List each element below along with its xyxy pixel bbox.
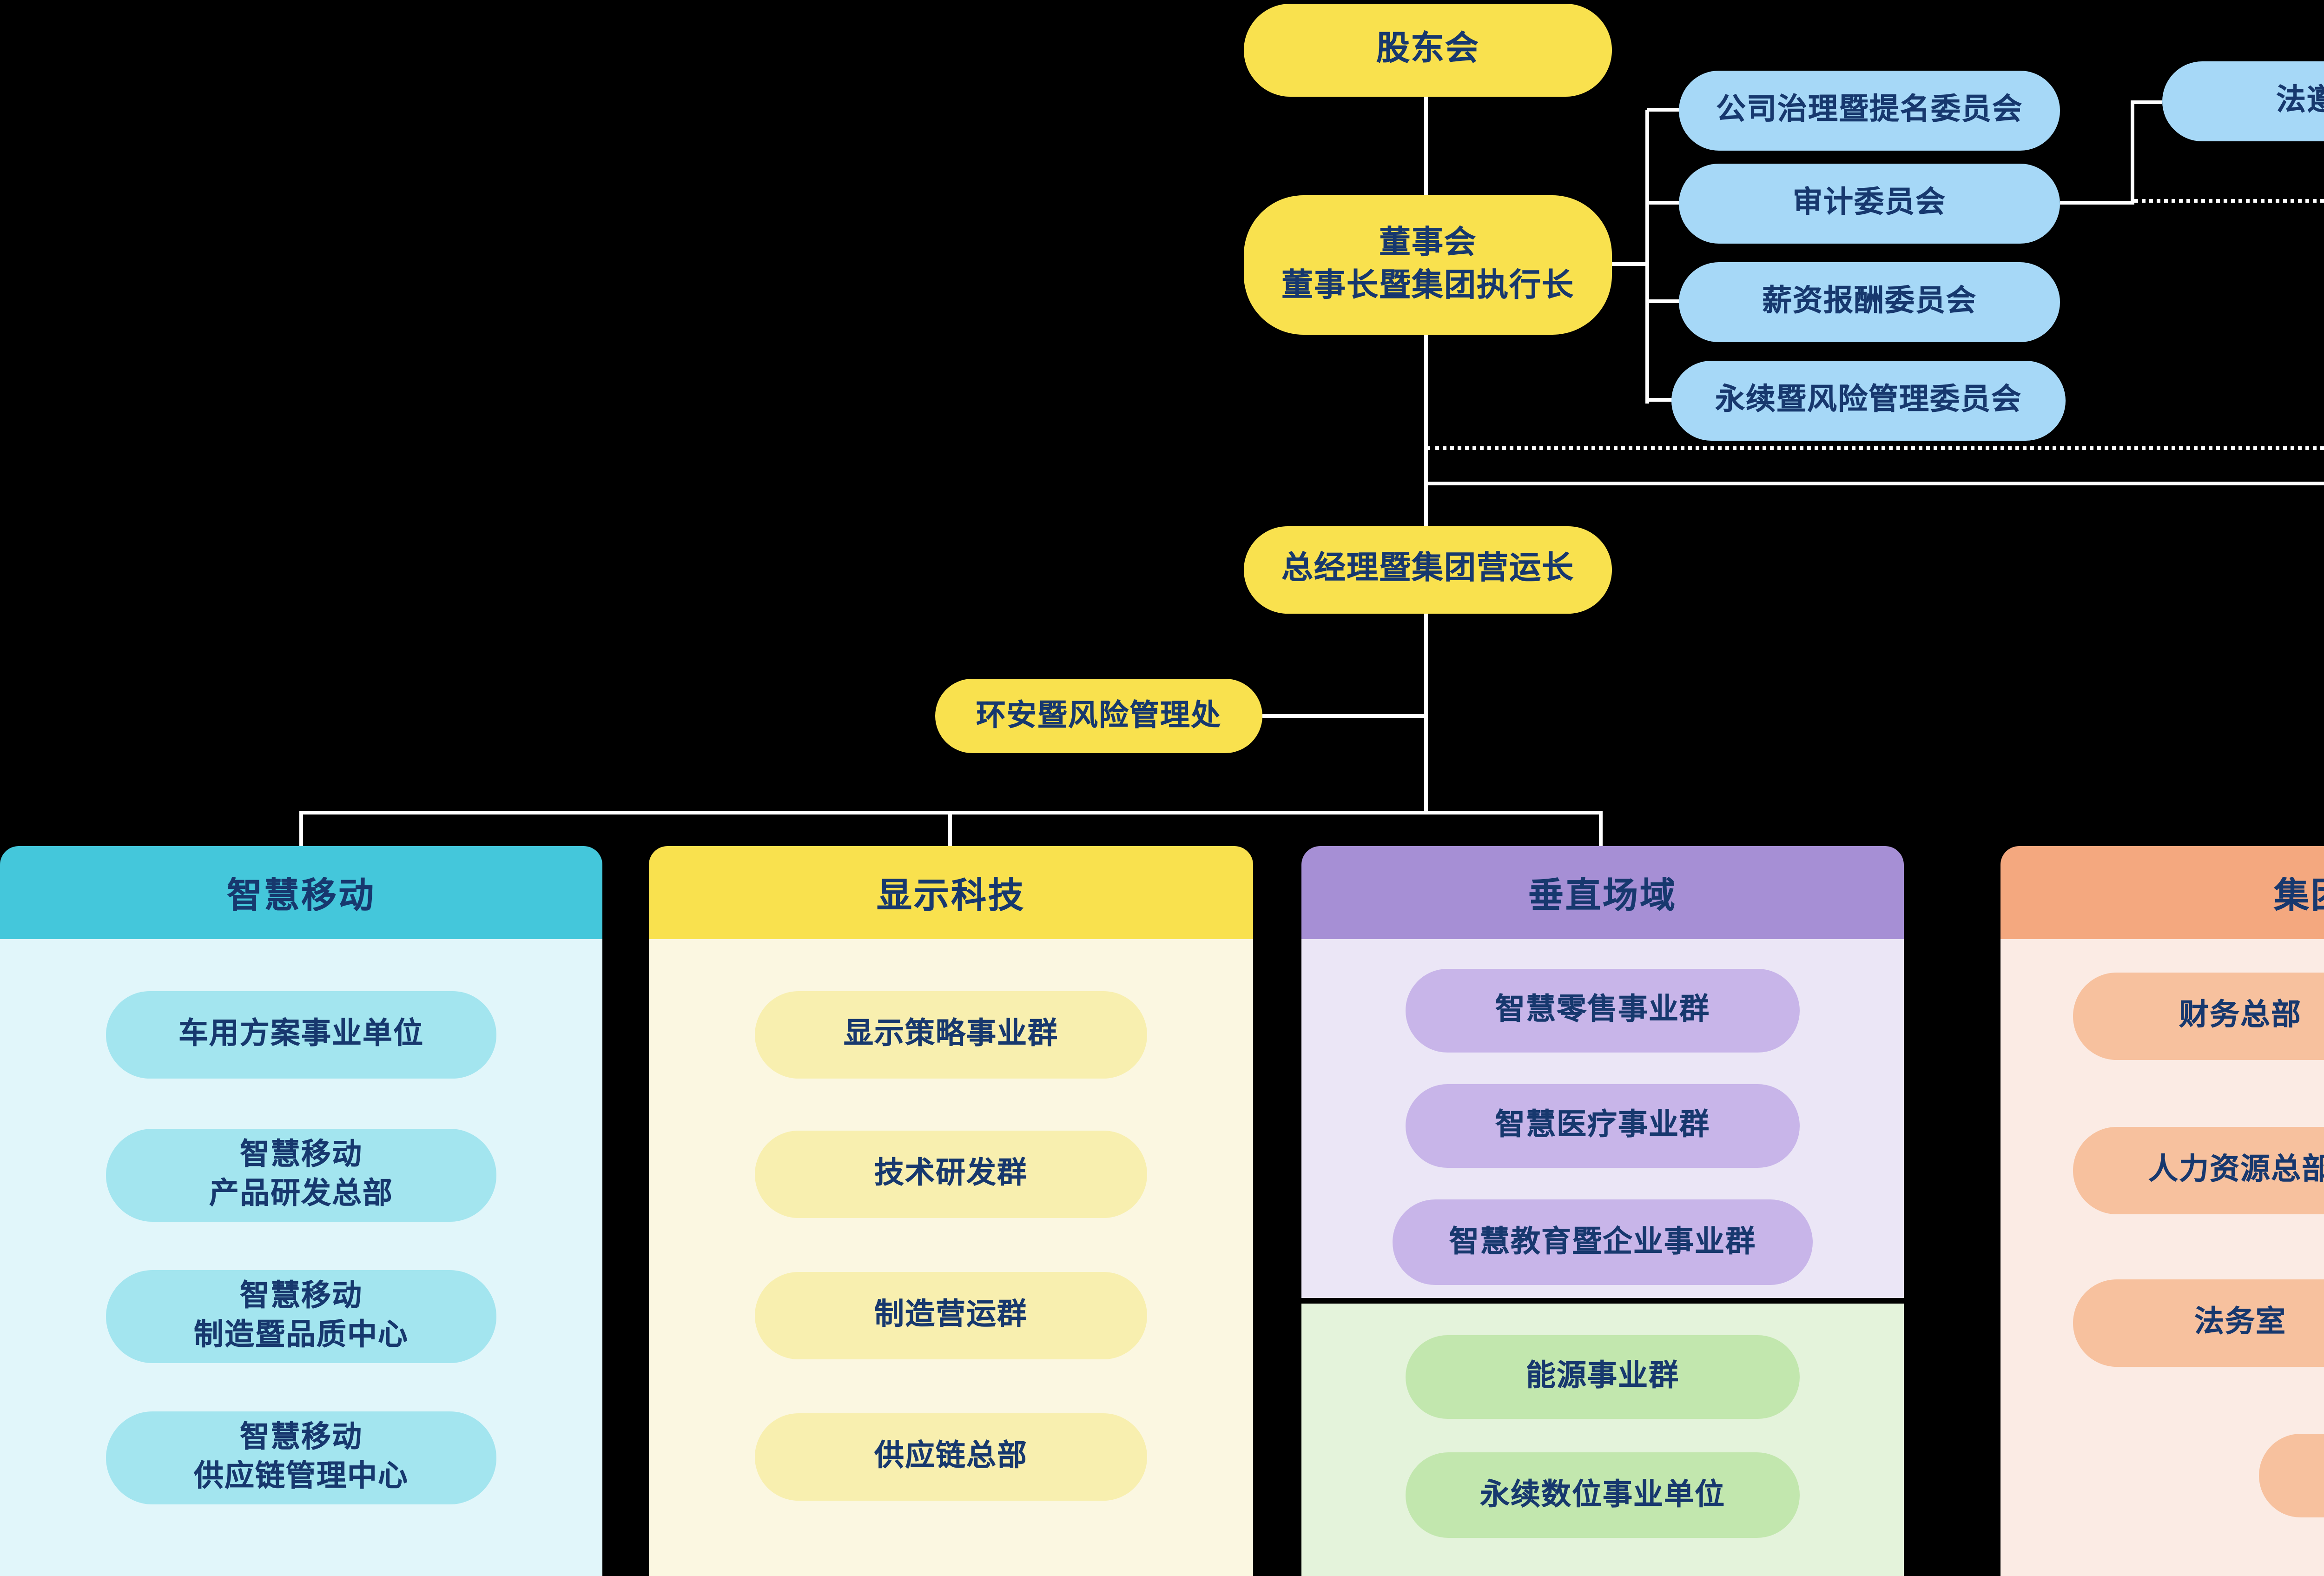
connector-drop-vertical (1599, 811, 1603, 848)
org-unit: 显示策略事业群 (755, 991, 1147, 1079)
dotted-compliance-to-trunk (1426, 446, 2324, 450)
division-header: 智慧移动 (0, 846, 602, 939)
org-unit: 车用方案事业单位 (106, 991, 496, 1079)
connector-audit-compliance-v (2131, 100, 2134, 205)
connector-president-down (1424, 614, 1428, 813)
org-unit: 智慧教育暨企业事业群 (1393, 1199, 1813, 1285)
node-shareholders: 股东会 (1244, 4, 1612, 97)
org-unit: 智慧零售事业群 (1406, 969, 1800, 1053)
org-unit: 人力资源总部 (2073, 1127, 2324, 1214)
org-unit: 制造营运群 (755, 1272, 1147, 1359)
division-header: 显示科技 (649, 846, 1253, 939)
org-unit: 智慧移动 供应链管理中心 (106, 1411, 496, 1504)
connector-audit-compliance-h2 (2131, 100, 2162, 104)
connector-committee-stub-2 (1647, 201, 1679, 205)
org-unit: 法务室 (2073, 1279, 2324, 1367)
org-unit: 智慧移动 制造暨品质中心 (106, 1270, 496, 1363)
connector-drop-mobility (299, 811, 303, 848)
connector-board-bracket (1612, 262, 1647, 266)
org-unit: 财务总部 (2073, 973, 2324, 1060)
org-unit: 智慧移动 产品研发总部 (106, 1129, 496, 1222)
connector-committee-stub-4 (1647, 398, 1679, 402)
connector-root-board (1424, 97, 1428, 195)
division-header: 垂直场域 (1301, 846, 1904, 939)
org-unit: 永续数位事业单位 (1406, 1452, 1800, 1538)
node-committee-audit: 审计委员会 (1679, 164, 2060, 244)
org-unit: 技术研发群 (755, 1131, 1147, 1218)
connector-board-president (1424, 335, 1428, 528)
node-committee-governance-nomination: 公司治理暨提名委员会 (1679, 71, 2060, 151)
org-unit: 稽核管理处 (2259, 1434, 2324, 1517)
node-board-chairman: 董事会 董事长暨集团执行长 (1244, 195, 1612, 335)
connector-committee-stub-3 (1647, 299, 1679, 303)
node-committee-compensation: 薪资报酬委员会 (1679, 262, 2060, 342)
connector-ehs-stub (1262, 714, 1426, 718)
org-unit: 智慧医疗事业群 (1406, 1084, 1800, 1168)
node-president-coo: 总经理暨集团营运长 (1244, 526, 1612, 614)
connector-drop-display (948, 811, 952, 848)
node-ehs-risk-office: 环安暨风险管理处 (935, 679, 1262, 753)
node-committee-sustainability-risk: 永续暨风险管理委员会 (1671, 361, 2066, 441)
connector-audit-compliance-h1 (2060, 201, 2134, 205)
division-body-divider (1301, 1298, 1904, 1304)
dotted-audit-to-edge (2134, 199, 2324, 203)
org-unit: 供应链总部 (755, 1413, 1147, 1501)
division-header: 集团营运支援单位 (2000, 846, 2324, 939)
node-chief-compliance-counsel: 法遵总顾问 (2162, 61, 2324, 141)
connector-committee-bracket (1645, 110, 1649, 404)
connector-committee-stub-1 (1647, 108, 1679, 112)
connector-support-branch-h (1424, 482, 2324, 485)
org-unit: 能源事业群 (1406, 1335, 1800, 1419)
